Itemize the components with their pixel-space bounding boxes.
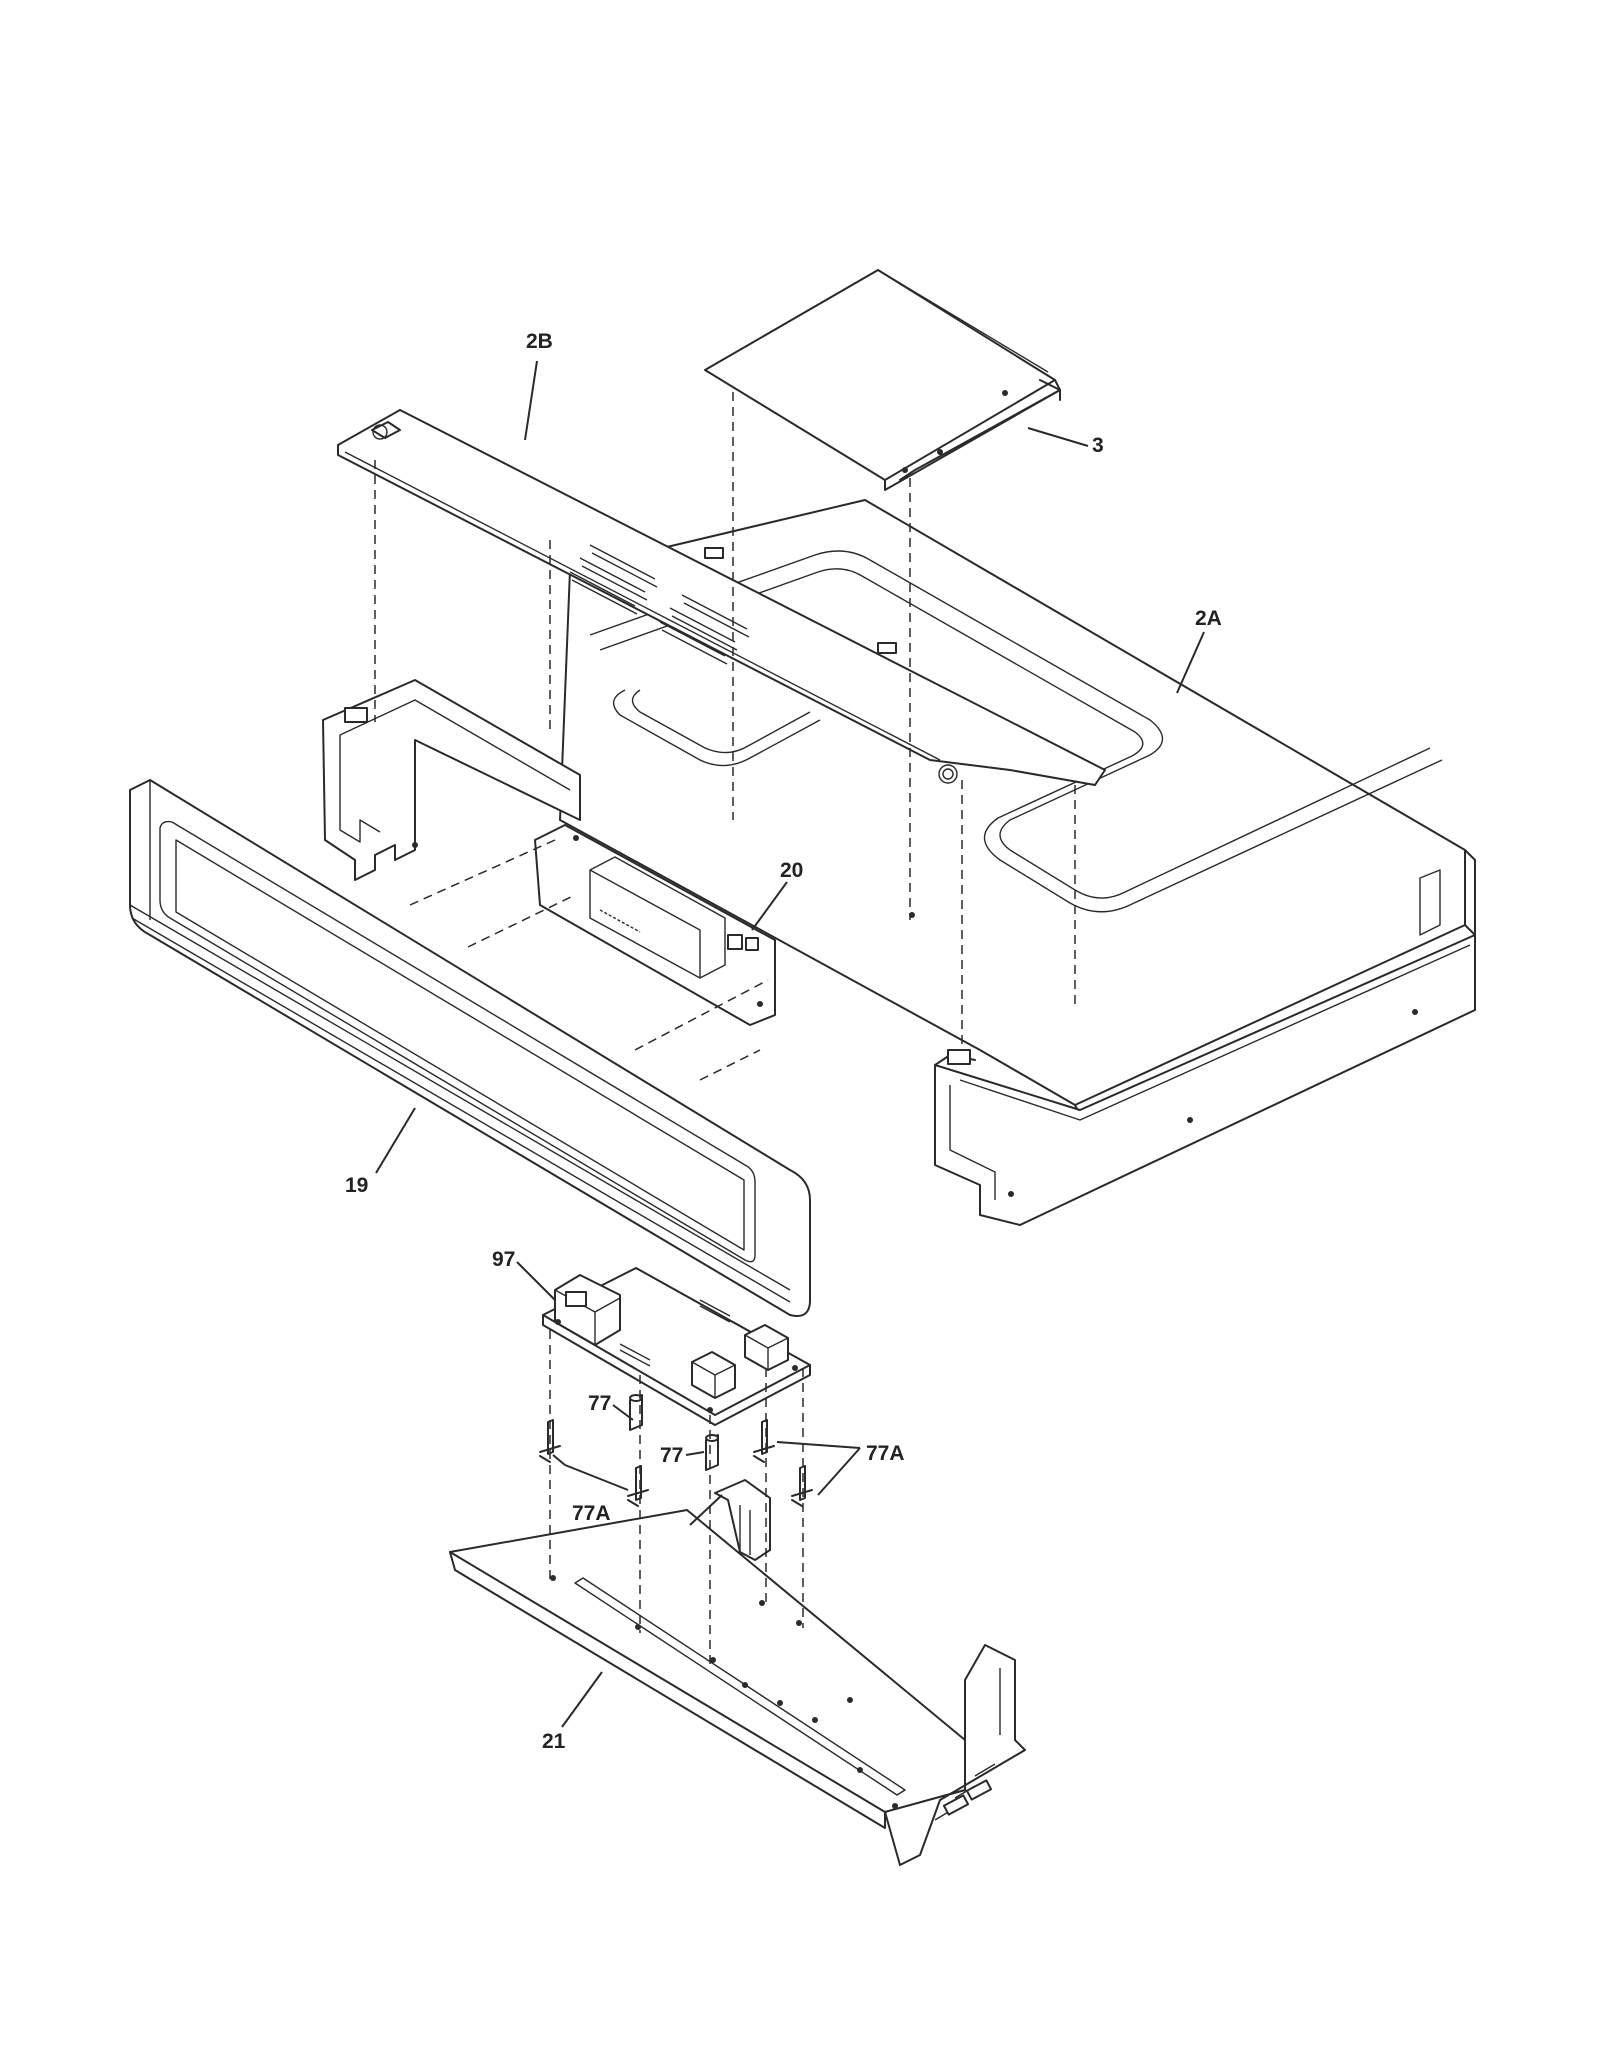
callout-77a-left: 77A (572, 1502, 611, 1525)
assembly-dashed-lines (374, 392, 1076, 1665)
callout-77-lower: 77 (660, 1444, 683, 1467)
callout-labels: 2B 3 2A 20 19 97 77 77 77A 77A 21 (345, 330, 1222, 1753)
part-2b-bar (337, 409, 1106, 786)
part-97-control-board (542, 1267, 811, 1426)
callout-20: 20 (780, 859, 803, 882)
callout-97: 97 (492, 1248, 515, 1271)
part-21-tray (449, 1479, 1026, 1866)
callout-77-upper: 77 (588, 1392, 611, 1415)
callout-2b: 2B (526, 330, 553, 353)
callout-2a: 2A (1195, 607, 1222, 630)
part-2a-side-bracket (322, 679, 581, 881)
callout-19: 19 (345, 1174, 368, 1197)
callout-77a-right: 77A (866, 1442, 905, 1465)
part-20-display-board (534, 824, 776, 1026)
callout-21: 21 (542, 1730, 566, 1753)
part-77-standoffs (629, 1394, 719, 1471)
part-19-front-panel (129, 779, 811, 1317)
callout-3: 3 (1092, 434, 1104, 457)
part-3-cover (704, 269, 1061, 491)
callout-leaders (375, 360, 1205, 1728)
